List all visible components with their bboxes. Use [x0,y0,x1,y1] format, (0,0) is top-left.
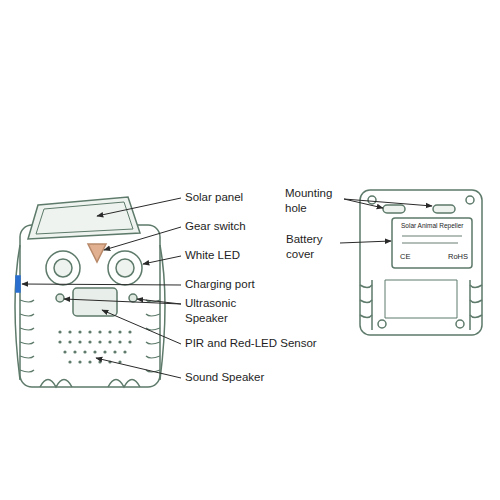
part-name: PIR and Red-LED Sensor [185,336,317,351]
part-name: Charging port [185,277,255,292]
part-name: Mounting hole [285,186,341,216]
device-back-view [360,190,482,335]
part-name: Battery cover [286,232,338,262]
mark-text: CE [400,252,410,262]
part-name: Gear switch [185,219,246,234]
owl-front-view [15,197,165,387]
part-name: Solar panel [185,190,243,205]
product-label-text: Solar Animal Repeller [401,222,464,230]
part-name: Sound Speaker [185,370,264,385]
part-name: Ultrasonic Speaker [185,296,257,326]
part-name: White LED [185,248,240,263]
mark-text: RoHS [448,252,468,262]
leader-lines [22,198,432,378]
